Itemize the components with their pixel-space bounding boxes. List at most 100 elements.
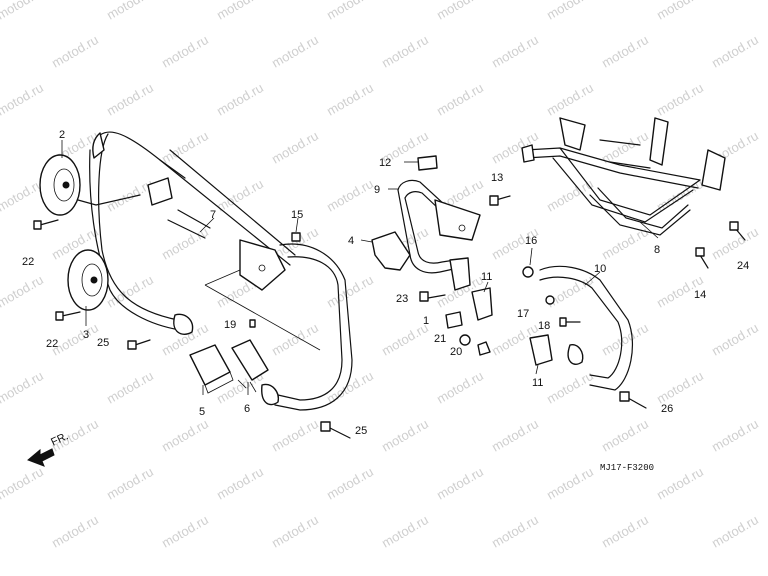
watermark-text: motod.ru (214, 464, 266, 503)
callout-23: 23 (396, 293, 408, 305)
watermark-text: motod.ru (159, 512, 211, 551)
watermark-text: motod.ru (0, 0, 46, 23)
watermark-text: motod.ru (654, 80, 706, 119)
callout-25-left: 25 (97, 337, 109, 349)
callout-15: 15 (291, 209, 303, 221)
callout-7: 7 (210, 209, 216, 221)
right-engine-guard-10 (522, 221, 746, 409)
bolts-left (33, 219, 351, 439)
watermark-text: motod.ru (709, 320, 761, 359)
callout-21: 21 (434, 333, 446, 345)
callout-5: 5 (199, 406, 205, 418)
watermark-text: motod.ru (379, 512, 431, 551)
watermark-text: motod.ru (544, 464, 596, 503)
watermark-text: motod.ru (379, 32, 431, 71)
watermark-text: motod.ru (159, 128, 211, 167)
callout-12: 12 (379, 157, 391, 169)
watermark-text: motod.ru (49, 32, 101, 71)
callout-22-upper: 22 (22, 256, 34, 268)
watermark-text: motod.ru (0, 176, 46, 215)
callout-10: 10 (594, 263, 606, 275)
callout-9: 9 (374, 184, 380, 196)
horn-lower (67, 249, 109, 311)
callout-13: 13 (491, 172, 503, 184)
watermark-text: motod.ru (104, 464, 156, 503)
watermark-text: motod.ru (269, 512, 321, 551)
watermark-text: motod.ru (0, 464, 46, 503)
watermark-text: motod.ru (654, 464, 706, 503)
watermark-text: motod.ru (159, 32, 211, 71)
callout-1: 1 (423, 315, 429, 327)
callout-22-lower: 22 (46, 338, 58, 350)
callout-labels: 2 3 4 5 6 7 8 9 10 11 11 12 13 14 15 16 … (22, 129, 749, 437)
watermark-text: motod.ru (49, 512, 101, 551)
callout-6: 6 (244, 403, 250, 415)
watermark-text: motod.ru (324, 0, 376, 23)
relay-bracket (231, 339, 269, 393)
watermark-text: motod.ru (599, 416, 651, 455)
watermark-text: motod.ru (324, 368, 376, 407)
watermark-text: motod.ru (104, 0, 156, 23)
watermark-text: motod.ru (434, 0, 486, 23)
watermark-text: motod.ru (709, 512, 761, 551)
leader-lines (61, 140, 659, 395)
horn-upper (39, 154, 141, 216)
right-rear-frame (521, 117, 726, 236)
watermark-text: motod.ru (379, 416, 431, 455)
callout-18: 18 (538, 320, 550, 332)
left-engine-guard (89, 131, 353, 411)
watermark-text: motod.ru (104, 80, 156, 119)
watermark-text: motod.ru (544, 0, 596, 23)
callout-11-upper: 11 (481, 271, 492, 283)
watermark-text: motod.ru (0, 368, 46, 407)
diagram-code: MJ17-F3200 (600, 463, 654, 473)
callout-3: 3 (83, 329, 89, 341)
watermark-text: motod.ru (159, 416, 211, 455)
callout-19: 19 (224, 319, 236, 331)
watermark-text: motod.ru (654, 368, 706, 407)
watermark-text: motod.ru (324, 176, 376, 215)
watermark-text: motod.ru (269, 416, 321, 455)
watermark-text: motod.ru (324, 80, 376, 119)
mid-hardware (419, 195, 511, 356)
callout-8: 8 (654, 244, 660, 256)
watermark-text: motod.ru (214, 0, 266, 23)
watermark-text: motod.ru (434, 368, 486, 407)
watermark-text: motod.ru (599, 32, 651, 71)
watermark-text: motod.ru (599, 512, 651, 551)
callout-25-bottom: 25 (355, 425, 367, 437)
callout-26: 26 (661, 403, 673, 415)
watermark-text: motod.ru (654, 0, 706, 23)
watermark-text: motod.ru (0, 272, 46, 311)
watermark-text: motod.ru (544, 176, 596, 215)
watermark-text: motod.ru (489, 512, 541, 551)
watermark-text: motod.ru (214, 80, 266, 119)
watermark-text: motod.ru (324, 272, 376, 311)
watermark-text: motod.ru (104, 176, 156, 215)
watermark-text: motod.ru (544, 80, 596, 119)
callout-14: 14 (694, 289, 706, 301)
bracket-4 (371, 231, 411, 271)
watermark-text: motod.ru (489, 32, 541, 71)
callout-20: 20 (450, 346, 462, 358)
callout-24: 24 (737, 260, 749, 272)
label-sticker (417, 155, 438, 171)
watermark-text: motod.ru (544, 368, 596, 407)
watermark-text: motod.ru (159, 224, 211, 263)
watermark-text: motod.ru (599, 320, 651, 359)
watermark-text: motod.ru (599, 224, 651, 263)
watermark-text: motod.ru (709, 32, 761, 71)
callout-11-lower: 11 (532, 377, 543, 389)
callout-2: 2 (59, 129, 65, 141)
relay (189, 344, 234, 394)
watermark-text: motod.ru (489, 416, 541, 455)
watermark-text: motod.ru (104, 368, 156, 407)
callout-17: 17 (517, 308, 529, 320)
watermark-text: motod.ru (434, 464, 486, 503)
watermark-text: motod.ru (324, 464, 376, 503)
watermark-text: motod.ru (709, 416, 761, 455)
watermark-text: motod.ru (269, 128, 321, 167)
watermark-text: motod.ru (0, 80, 46, 119)
watermark-text: motod.ru (269, 32, 321, 71)
